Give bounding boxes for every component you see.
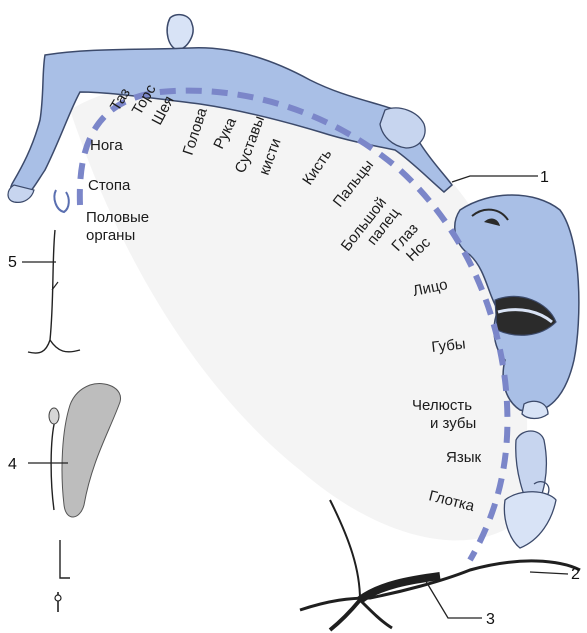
callout-3: 3 [486,611,495,628]
cortex-background [70,80,527,540]
label-guby: Губы [431,335,467,355]
small-marks [55,540,70,612]
structure-4-shape [62,384,121,518]
structure-5-branches [28,230,80,353]
callout-1: 1 [540,169,549,186]
label-noga: Нога [90,137,123,154]
structure-4-knob [49,408,59,424]
label-i-zuby: и зубы [430,415,476,432]
callout-2: 2 [571,566,580,583]
label-yazyk: Язык [446,449,481,466]
callout-5: 5 [8,254,17,271]
label-chelyust: Челюсть [412,397,472,414]
label-stopa: Стопа [88,177,131,194]
callout-4: 4 [8,456,17,473]
structure-4-stalk [51,420,55,510]
label-polovye: Половые [86,209,149,226]
label-organy: органы [86,227,135,244]
